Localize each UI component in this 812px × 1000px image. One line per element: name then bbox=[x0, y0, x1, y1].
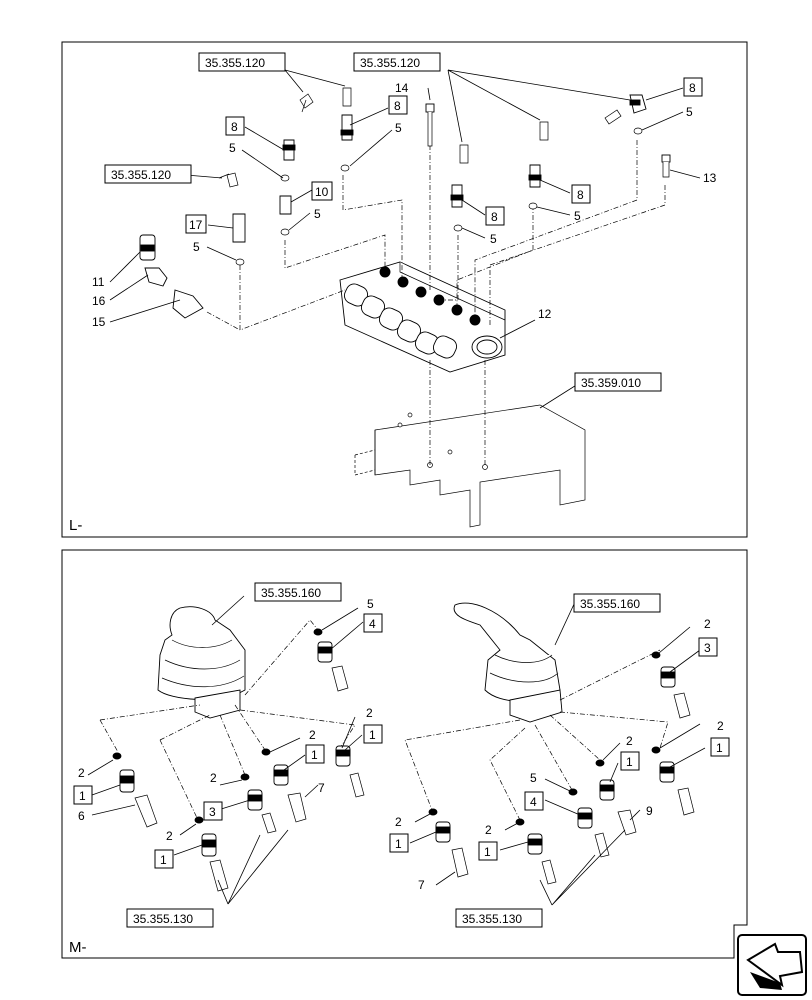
ref-box-359[interactable]: 35.359.010 bbox=[574, 372, 662, 392]
callout-5: 5 bbox=[574, 209, 581, 223]
top-callouts: 14 8 5 8 5 8 5 10 5 17 5 11 16 15 8 5 8 … bbox=[92, 77, 717, 329]
ref-label: 35.355.120 bbox=[360, 56, 420, 70]
bottom-leaders bbox=[87, 595, 706, 906]
ref-label: 35.355.130 bbox=[133, 912, 193, 926]
callout-5: 5 bbox=[314, 207, 321, 221]
callout-5: 5 bbox=[395, 121, 402, 135]
callout-5: 5 bbox=[530, 771, 537, 785]
callout-5: 5 bbox=[490, 232, 497, 246]
callout-7: 7 bbox=[418, 878, 425, 892]
ref-box-120-b[interactable]: 35.355.120 bbox=[353, 52, 441, 72]
valve-block bbox=[339, 261, 506, 373]
callout-17: 17 bbox=[189, 218, 203, 232]
ref-box-130-b[interactable]: 35.355.130 bbox=[455, 908, 543, 928]
callout-2: 2 bbox=[166, 829, 173, 843]
callout-8: 8 bbox=[689, 81, 696, 95]
ref-box-160-b[interactable]: 35.355.160 bbox=[573, 593, 661, 613]
ref-label: 35.359.010 bbox=[581, 376, 641, 390]
joystick-right bbox=[453, 602, 563, 723]
callout-2: 2 bbox=[210, 771, 217, 785]
arrow-nav-icon[interactable] bbox=[737, 934, 807, 996]
callout-16: 16 bbox=[92, 294, 106, 308]
ref-label: 35.355.130 bbox=[462, 912, 522, 926]
callout-4: 4 bbox=[530, 795, 537, 809]
callout-2: 2 bbox=[704, 617, 711, 631]
callout-2: 2 bbox=[485, 823, 492, 837]
bottom-callouts-left: 5 4 2 1 6 2 1 2 3 2 1 7 2 1 bbox=[73, 597, 383, 869]
top-leaders bbox=[109, 69, 701, 409]
top-fittings bbox=[139, 87, 671, 319]
bottom-fittings bbox=[112, 628, 695, 892]
callout-8: 8 bbox=[491, 210, 498, 224]
panel-top-label: L- bbox=[69, 517, 82, 534]
ref-box-120-a[interactable]: 35.355.120 bbox=[198, 52, 286, 72]
bottom-callouts-right: 2 3 2 1 2 1 5 4 9 2 1 2 1 7 bbox=[389, 617, 730, 892]
top-routing-lines bbox=[206, 125, 666, 467]
callout-12: 12 bbox=[538, 307, 552, 321]
ref-box-160-a[interactable]: 35.355.160 bbox=[254, 582, 342, 602]
callout-6: 6 bbox=[78, 809, 85, 823]
callout-10: 10 bbox=[315, 185, 329, 199]
joystick-left bbox=[157, 606, 246, 719]
panel-top-frame bbox=[61, 41, 748, 538]
ref-label: 35.355.120 bbox=[205, 56, 265, 70]
panel-bottom-label: M- bbox=[69, 939, 87, 956]
callout-11: 11 bbox=[92, 275, 105, 289]
callout-5: 5 bbox=[193, 240, 200, 254]
callout-2: 2 bbox=[395, 815, 402, 829]
callout-9: 9 bbox=[646, 804, 653, 818]
panel-bottom-frame bbox=[61, 549, 748, 959]
callout-2: 2 bbox=[309, 728, 316, 742]
mounting-base bbox=[354, 404, 586, 528]
ref-box-130-a[interactable]: 35.355.130 bbox=[126, 908, 214, 928]
callout-2: 2 bbox=[626, 734, 633, 748]
callout-15: 15 bbox=[92, 315, 106, 329]
ref-label: 35.355.120 bbox=[111, 168, 171, 182]
callout-3: 3 bbox=[704, 641, 711, 655]
callout-14: 14 bbox=[395, 81, 409, 95]
callout-1: 1 bbox=[626, 755, 633, 769]
callout-1: 1 bbox=[395, 837, 402, 851]
callout-7: 7 bbox=[318, 781, 325, 795]
ref-label: 35.355.160 bbox=[580, 597, 640, 611]
callout-5: 5 bbox=[367, 597, 374, 611]
callout-5: 5 bbox=[229, 141, 236, 155]
callout-8: 8 bbox=[394, 99, 401, 113]
callout-13: 13 bbox=[703, 171, 717, 185]
callout-1: 1 bbox=[484, 845, 491, 859]
ref-label: 35.355.160 bbox=[261, 586, 321, 600]
callout-2: 2 bbox=[78, 766, 85, 780]
callout-2: 2 bbox=[717, 719, 724, 733]
callout-5: 5 bbox=[686, 105, 693, 119]
callout-1: 1 bbox=[311, 748, 318, 762]
callout-2: 2 bbox=[366, 706, 373, 720]
callout-8: 8 bbox=[577, 188, 584, 202]
callout-1: 1 bbox=[716, 741, 723, 755]
callout-1: 1 bbox=[369, 728, 376, 742]
callout-1: 1 bbox=[79, 789, 86, 803]
ref-box-120-c[interactable]: 35.355.120 bbox=[104, 164, 192, 184]
callout-8: 8 bbox=[231, 120, 238, 134]
callout-3: 3 bbox=[209, 805, 216, 819]
callout-4: 4 bbox=[369, 617, 376, 631]
callout-1: 1 bbox=[160, 853, 167, 867]
